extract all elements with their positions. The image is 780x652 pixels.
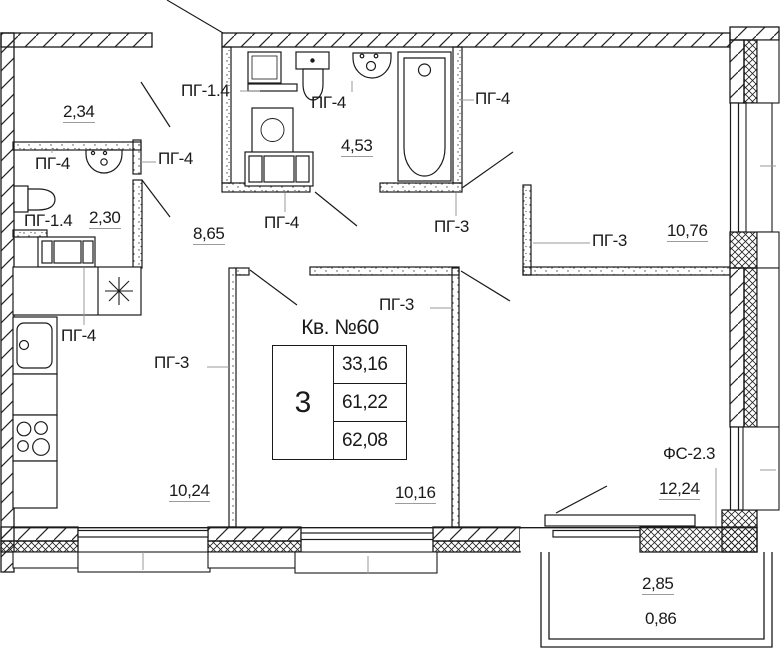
bathroom-fixtures: [244, 51, 452, 187]
label-pg14-wc: ПГ-1.4: [24, 211, 73, 230]
leader-lines: [51, 81, 776, 574]
label-pg3-left: ПГ-3: [154, 353, 189, 372]
label-pg4-hall: ПГ-4: [264, 213, 299, 232]
exterior-ledges: [12, 39, 780, 574]
apartment-number-title: Кв. №60: [301, 316, 379, 339]
interior-walls: [12, 46, 731, 528]
area-kitchen-living: 10,24: [169, 481, 210, 502]
area-room3: 12,24: [659, 479, 700, 500]
area-room-top-left: 2,34: [63, 102, 95, 123]
stamp-area-living: 33,16: [342, 353, 388, 375]
label-pg4-bath: ПГ-4: [311, 93, 346, 112]
label-pg4-wc-left: ПГ-4: [35, 154, 70, 173]
windows: [77, 102, 740, 551]
apartment-stamp-table: 3 33,16 61,22 62,08: [272, 345, 407, 460]
area-bathroom: 4,53: [341, 136, 373, 157]
area-wc: 2,30: [89, 208, 121, 229]
label-pg4-wc-right: ПГ-4: [158, 149, 193, 168]
stamp-rooms-count: 3: [273, 346, 334, 459]
label-pg3-hall: ПГ-3: [434, 217, 469, 236]
area-bedroom1: 10,76: [667, 221, 708, 242]
stamp-area-total: 62,08: [334, 421, 406, 459]
area-room2: 10,16: [395, 483, 436, 504]
door-leaves: [140, 0, 608, 514]
label-pg3-mid: ПГ-3: [379, 295, 414, 314]
label-pg4-tub: ПГ-4: [475, 89, 510, 108]
label-pg14-top: ПГ-1.4: [181, 81, 230, 100]
stamp-area-apartment: 61,22: [334, 383, 406, 421]
area-balcony-reduced: 0,86: [645, 609, 677, 628]
balcony-outline: [540, 552, 773, 648]
kitchen-wc-fixtures: [12, 149, 142, 509]
label-pg3-bedroom1: ПГ-3: [592, 231, 627, 250]
label-fs-window: ФС-2.3: [663, 444, 716, 463]
outer-walls: [0, 26, 780, 573]
area-hall: 8,65: [193, 224, 225, 245]
label-pg4-kitchen: ПГ-4: [61, 326, 96, 345]
area-balcony-full: 2,85: [642, 574, 674, 595]
